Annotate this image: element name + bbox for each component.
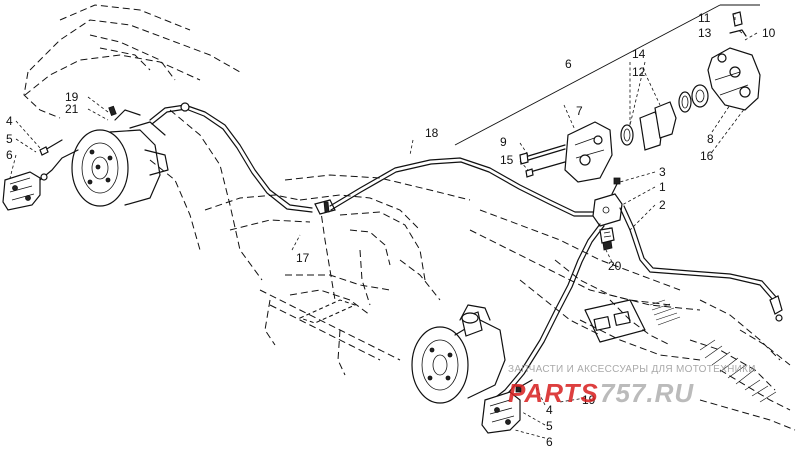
- bleeder-valve: [729, 11, 747, 37]
- rear-caliper: [481, 391, 521, 434]
- front-caliper: [2, 149, 79, 211]
- callout-16: 16: [700, 149, 714, 163]
- callout-21: 21: [65, 102, 79, 116]
- callout-11: 11: [698, 11, 711, 25]
- callout-5-front: 5: [6, 132, 13, 146]
- callout-8: 8: [707, 132, 714, 146]
- front-bolts: [39, 105, 117, 156]
- rear-caliper-line: [491, 223, 605, 403]
- callout-6-group: 6: [565, 57, 572, 71]
- callout-6-front: 6: [6, 148, 13, 162]
- piston-seals: [620, 84, 709, 151]
- front-brake-disc: [71, 109, 169, 207]
- watermark-tagline: ЗАПЧАСТИ И АКСЕССУАРЫ ДЛЯ МОТОТЕХНИКИ: [508, 364, 756, 375]
- callout-7: 7: [576, 104, 583, 118]
- callout-5-rear: 5: [546, 419, 553, 433]
- callout-labels: 19 21 4 5 6 18 17 6 7 9 15 14 12 11 13 1…: [6, 11, 776, 449]
- watermark: ЗАПЧАСТИ И АКСЕССУАРЫ ДЛЯ МОТОТЕХНИКИ PA…: [508, 364, 756, 408]
- caliper-bracket: [707, 47, 761, 111]
- leader-lines: [9, 14, 758, 439]
- taillight: [584, 299, 681, 343]
- callout-13: 13: [698, 26, 712, 40]
- front-brake-line: [149, 102, 336, 215]
- callout-19-rear: 19: [582, 393, 596, 407]
- callout-17: 17: [296, 251, 310, 265]
- callout-20: 20: [608, 259, 622, 273]
- caliper-bolts: [519, 144, 566, 178]
- caliper-housing: [564, 121, 613, 183]
- atv-frame: [23, 4, 796, 431]
- junction-block: [592, 177, 623, 239]
- brake-light-switch: [599, 227, 615, 251]
- callout-4-front: 4: [6, 114, 13, 128]
- watermark-brand-right: 757.RU: [600, 378, 694, 408]
- assembly-group-bracket: [454, 4, 760, 146]
- watermark-brand-left: PARTS: [508, 378, 599, 408]
- callout-18: 18: [425, 126, 439, 140]
- callout-4-rear: 4: [546, 403, 553, 417]
- callout-1: 1: [659, 180, 666, 194]
- rear-bolts: [515, 379, 533, 393]
- rear-fender-hatching: [699, 339, 777, 403]
- callout-19-front: 19: [65, 90, 79, 104]
- callout-12: 12: [632, 65, 646, 79]
- callout-6-rear: 6: [546, 435, 553, 449]
- callout-2: 2: [659, 198, 666, 212]
- callout-9: 10: [762, 26, 776, 40]
- main-brake-line: [329, 157, 596, 217]
- callout-3: 3: [659, 165, 666, 179]
- callout-14: 14: [632, 47, 646, 61]
- rear-brake-disc: [411, 304, 506, 404]
- callout-10: 9: [500, 135, 507, 149]
- rear-brake-line: [619, 205, 783, 322]
- callout-15: 15: [500, 153, 514, 167]
